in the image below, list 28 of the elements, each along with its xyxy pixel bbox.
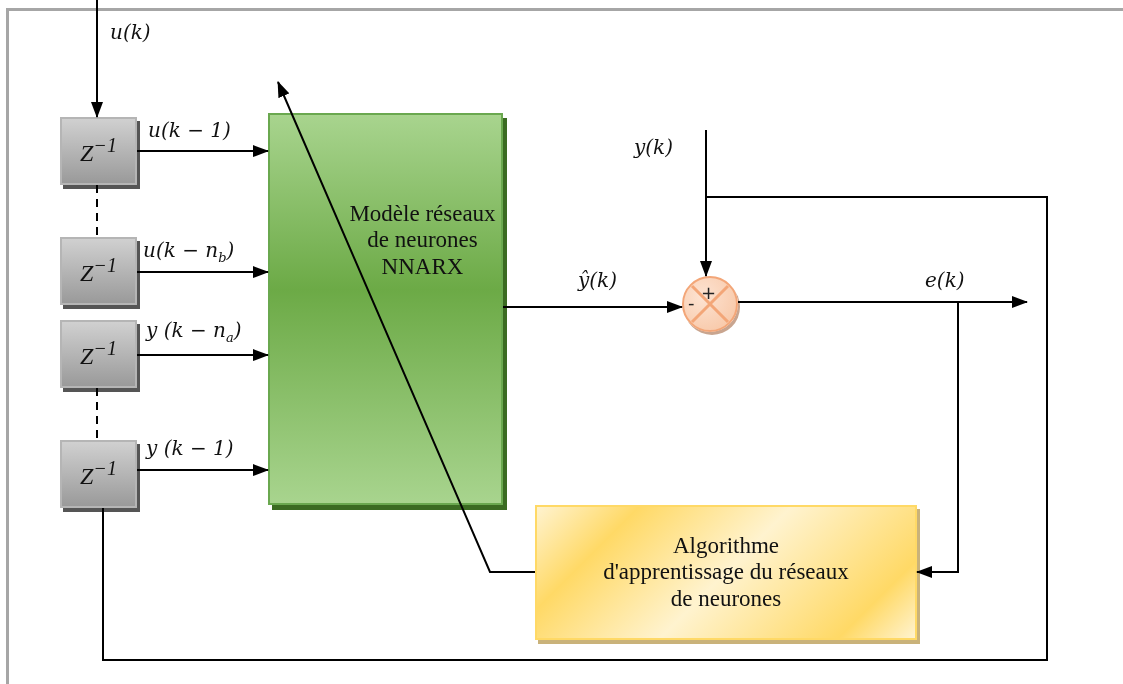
edge-label: y (k − n$_{a}$) (146, 320, 242, 344)
edge-label: ŷ(k) (578, 270, 618, 290)
edge-label: u(k − n$_{b}$) (143, 240, 235, 264)
sign-label: - (688, 294, 695, 312)
arrow (700, 129, 712, 277)
dashed-line (96, 184, 98, 238)
connector-line (102, 196, 1048, 661)
arrow (136, 145, 269, 157)
arrow (91, 0, 103, 118)
summing-junction (682, 276, 738, 332)
edge-label: u(k) (110, 22, 151, 42)
arrow (277, 81, 536, 573)
arrow (136, 464, 269, 476)
operator-label: Z$^{−1}$ (80, 254, 117, 288)
block-label: Algorithme d'apprentissage du réseaux de neurones (602, 532, 850, 613)
operator-label: Z$^{−1}$ (80, 457, 117, 491)
arrow (502, 301, 683, 313)
arrow (136, 266, 269, 278)
block-label: Modèle réseaux de neurones NNARX (348, 201, 497, 281)
sign-label: + (701, 284, 717, 302)
operator-label: Z$^{−1}$ (80, 337, 117, 371)
edge-label: y (k − 1) (146, 438, 234, 458)
arrow (136, 349, 269, 361)
edge-label: e(k) (925, 270, 965, 290)
edge-label: u(k − 1) (148, 120, 231, 140)
edge-label: y(k) (634, 137, 674, 157)
operator-label: Z$^{−1}$ (80, 134, 117, 168)
dashed-line (96, 387, 98, 441)
